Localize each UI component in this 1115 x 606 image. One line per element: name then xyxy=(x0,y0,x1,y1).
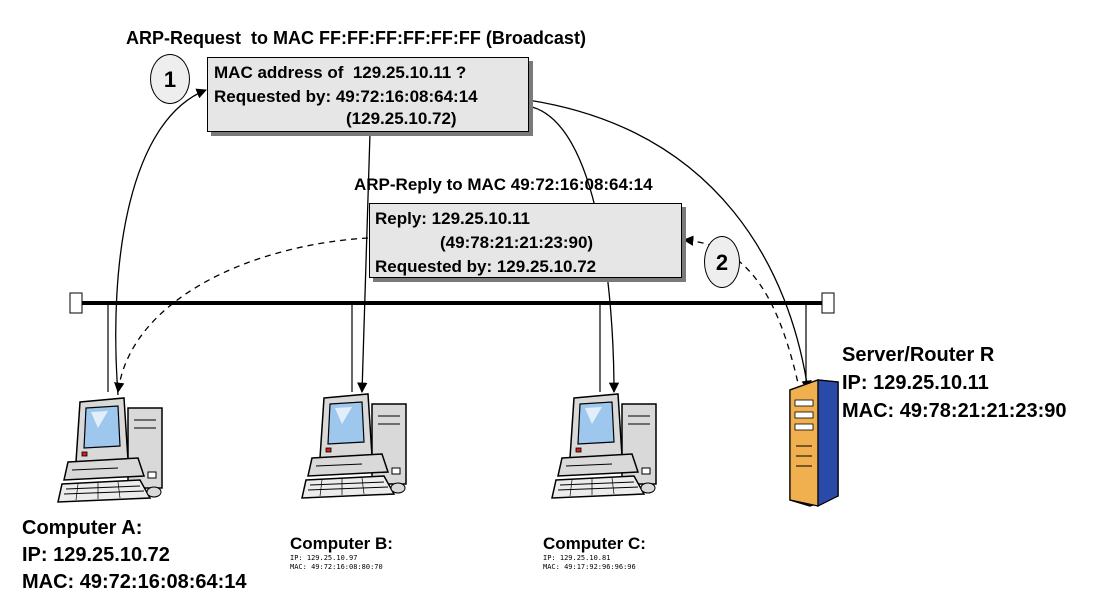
step-2-badge: 2 xyxy=(704,236,740,288)
computer-b-mac: MAC: 49:72:16:08:80:70 xyxy=(290,563,383,571)
drop-lines xyxy=(107,305,807,392)
arp-reply-title: ARP-Reply to MAC 49:72:16:08:64:14 xyxy=(354,175,653,194)
arp-reply-box: Reply: 129.25.10.11 (49:78:21:21:23:90) … xyxy=(369,203,682,278)
reply-arrow-to-a xyxy=(114,237,369,394)
arp-request-title: ARP-Request to MAC FF:FF:FF:FF:FF:FF (Br… xyxy=(126,28,586,48)
network-bus xyxy=(69,292,835,314)
reply-line-3: Requested by: 129.25.10.72 xyxy=(375,257,597,276)
request-line-2: Requested by: 49:72:16:08:64:14 xyxy=(214,87,478,106)
reply-arrow-from-server xyxy=(682,235,801,393)
reply-arrows xyxy=(114,235,801,394)
computer-b-name: Computer B: xyxy=(290,534,393,553)
computer-a-name: Computer A: xyxy=(22,517,143,539)
server-ip: IP: 129.25.10.11 xyxy=(842,372,989,394)
request-arrow-from-a xyxy=(115,88,207,396)
computer-a-ip: IP: 129.25.10.72 xyxy=(22,544,170,566)
computer-b-ip: IP: 129.25.10.97 xyxy=(290,554,358,562)
computer-c-ip: IP: 129.25.10.81 xyxy=(543,554,611,562)
arp-request-box: MAC address of 129.25.10.11 ? Requested … xyxy=(207,57,529,132)
server-icon xyxy=(789,379,839,507)
request-line-3: (129.25.10.72) xyxy=(346,109,457,128)
computer-c-icon xyxy=(551,393,657,499)
computer-c-mac: MAC: 49:17:92:96:96:96 xyxy=(543,563,636,571)
request-arrow-to-server xyxy=(527,99,812,392)
computer-a-mac: MAC: 49:72:16:08:64:14 xyxy=(22,571,247,593)
reply-line-1: Reply: 129.25.10.11 xyxy=(375,209,531,228)
step-1-badge: 1 xyxy=(150,54,190,104)
request-line-1: MAC address of 129.25.10.11 ? xyxy=(214,63,467,82)
computer-b-icon xyxy=(301,393,407,499)
computer-a-icon xyxy=(57,397,163,503)
server-mac: MAC: 49:78:21:21:23:90 xyxy=(842,400,1067,422)
request-arrow-to-b xyxy=(357,132,371,394)
reply-line-2: (49:78:21:21:23:90) xyxy=(440,233,594,252)
step-1-label: 1 xyxy=(163,67,177,92)
server-name: Server/Router R xyxy=(842,344,995,366)
step-2-label: 2 xyxy=(715,250,729,275)
computer-c-name: Computer C: xyxy=(543,534,646,553)
